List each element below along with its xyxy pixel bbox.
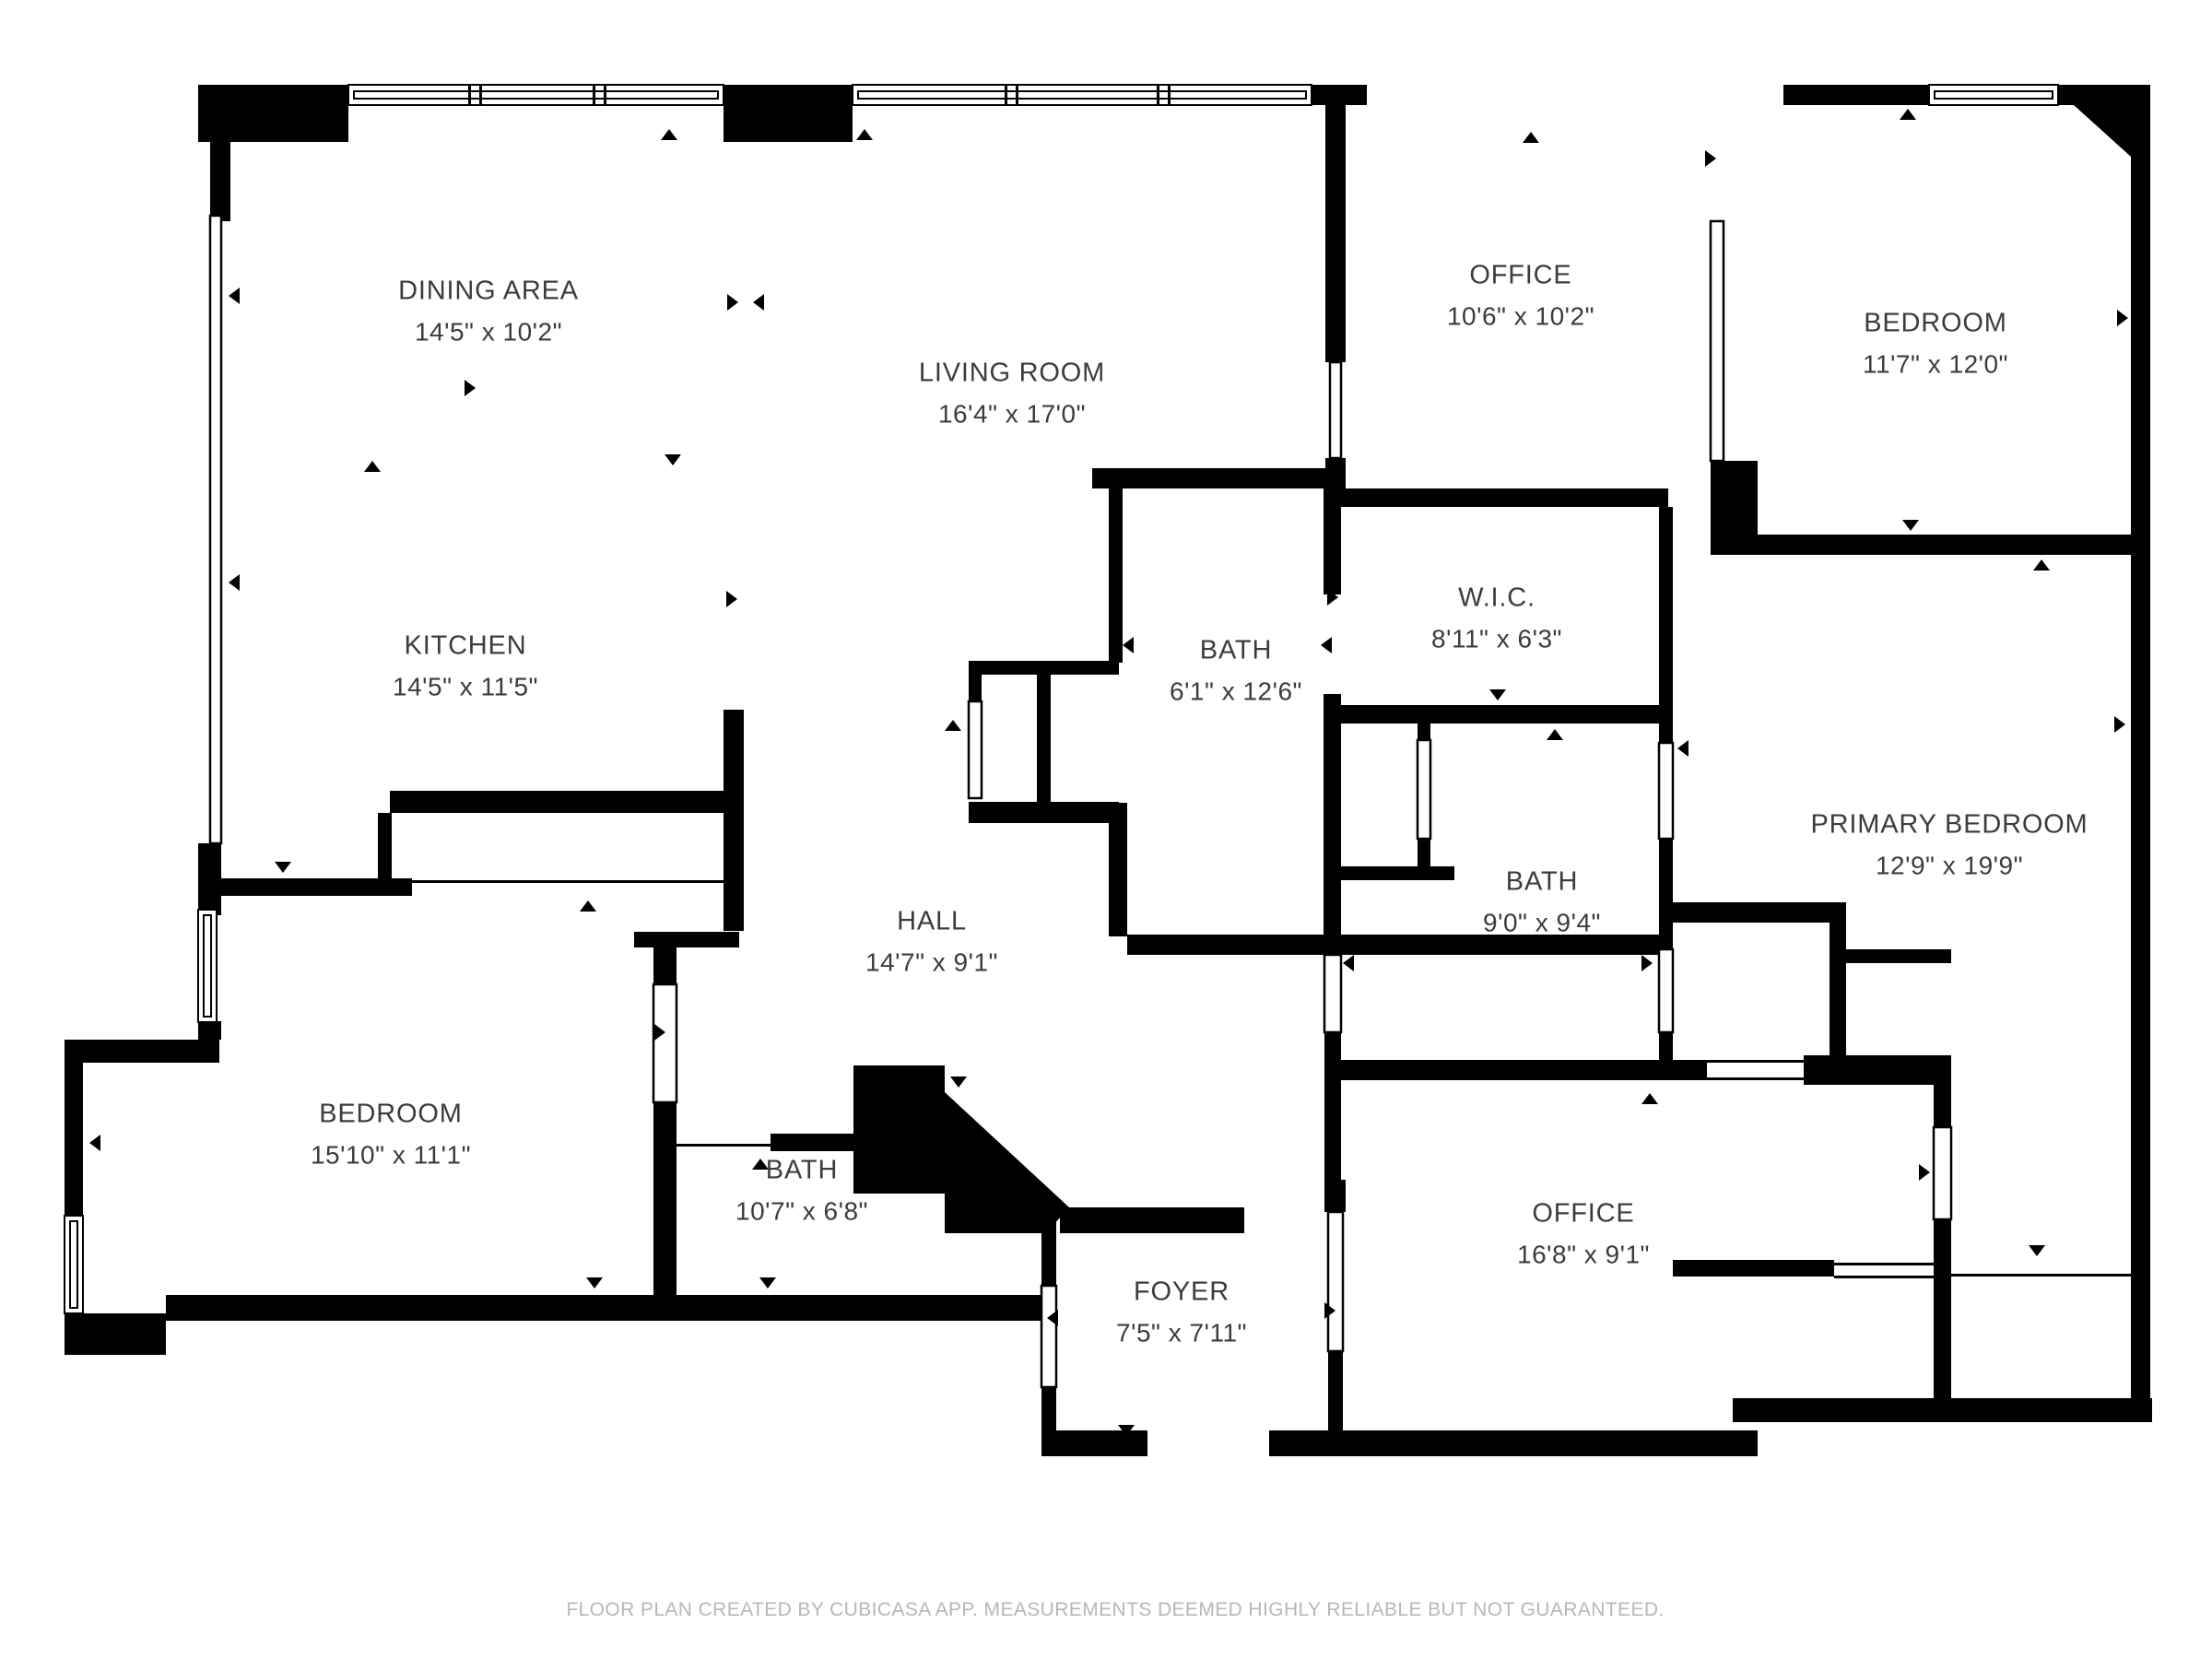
room-dimensions: 10'6" x 10'2" xyxy=(1446,301,1595,331)
room-label-bedroom-top-right: BEDROOM 11'7" x 12'0" xyxy=(1863,309,2008,380)
room-dimensions: 14'7" x 9'1" xyxy=(865,947,998,977)
room-label-bath-9-0: BATH 9'0" x 9'4" xyxy=(1483,867,1601,938)
room-name: LIVING ROOM xyxy=(918,358,1106,388)
room-name: DINING AREA xyxy=(398,276,579,306)
room-label-living-room: LIVING ROOM 16'4" x 17'0" xyxy=(919,359,1105,429)
room-label-wic: W.I.C. 8'11" x 6'3" xyxy=(1431,583,1562,654)
room-label-bath-10-7: BATH 10'7" x 6'8" xyxy=(735,1156,868,1227)
room-dimensions: 11'7" x 12'0" xyxy=(1863,349,2008,379)
room-dimensions: 9'0" x 9'4" xyxy=(1483,908,1601,937)
room-label-bath-6-1: BATH 6'1" x 12'6" xyxy=(1170,636,1302,707)
room-name: KITCHEN xyxy=(404,630,527,661)
room-dimensions: 16'4" x 17'0" xyxy=(937,399,1087,429)
room-label-office-bottom: OFFICE 16'8" x 9'1" xyxy=(1517,1199,1650,1270)
room-name: BATH xyxy=(1505,866,1579,897)
door-arrow-icons xyxy=(89,109,2128,1436)
door-opening-glyphs xyxy=(208,214,1953,1389)
room-label-primary-bedroom: PRIMARY BEDROOM 12'9" x 19'9" xyxy=(1811,810,2088,881)
room-dimensions: 8'11" x 6'3" xyxy=(1431,624,1562,653)
room-label-kitchen: KITCHEN 14'5" x 11'5" xyxy=(393,631,538,702)
window-glyphs xyxy=(64,84,2059,1314)
room-dimensions: 10'7" x 6'8" xyxy=(735,1196,868,1226)
room-label-foyer: FOYER 7'5" x 7'11" xyxy=(1116,1277,1247,1348)
room-name: BATH xyxy=(1199,635,1273,665)
room-dimensions: 15'10" x 11'1" xyxy=(310,1140,472,1170)
room-dimensions: 14'5" x 11'5" xyxy=(393,672,538,701)
exterior-walls xyxy=(65,85,2152,1456)
room-name: W.I.C. xyxy=(1458,582,1535,613)
opening-lines xyxy=(412,669,2131,1278)
room-dimensions: 6'1" x 12'6" xyxy=(1170,677,1302,706)
room-name: BATH xyxy=(765,1155,839,1185)
room-label-hall: HALL 14'7" x 9'1" xyxy=(865,907,998,978)
room-dimensions: 14'5" x 10'2" xyxy=(414,317,563,347)
room-label-office-top: OFFICE 10'6" x 10'2" xyxy=(1447,261,1594,332)
room-name: BEDROOM xyxy=(1864,308,2007,338)
footer-disclaimer: FLOOR PLAN CREATED BY CUBICASA APP. MEAS… xyxy=(566,1599,1665,1620)
room-name: OFFICE xyxy=(1469,260,1572,290)
room-name: FOYER xyxy=(1134,1277,1230,1307)
room-label-bedroom-bottom-left: BEDROOM 15'10" x 11'1" xyxy=(311,1100,471,1171)
interior-walls xyxy=(217,461,2131,1456)
room-name: OFFICE xyxy=(1532,1198,1635,1229)
room-dimensions: 7'5" x 7'11" xyxy=(1116,1318,1247,1347)
room-label-dining-area: DINING AREA 14'5" x 10'2" xyxy=(398,276,579,347)
room-dimensions: 12'9" x 19'9" xyxy=(1875,851,2024,880)
room-name: BEDROOM xyxy=(319,1099,463,1129)
room-name: PRIMARY BEDROOM xyxy=(1810,809,2088,840)
room-dimensions: 16'8" x 9'1" xyxy=(1517,1240,1650,1269)
room-name: HALL xyxy=(897,906,967,936)
